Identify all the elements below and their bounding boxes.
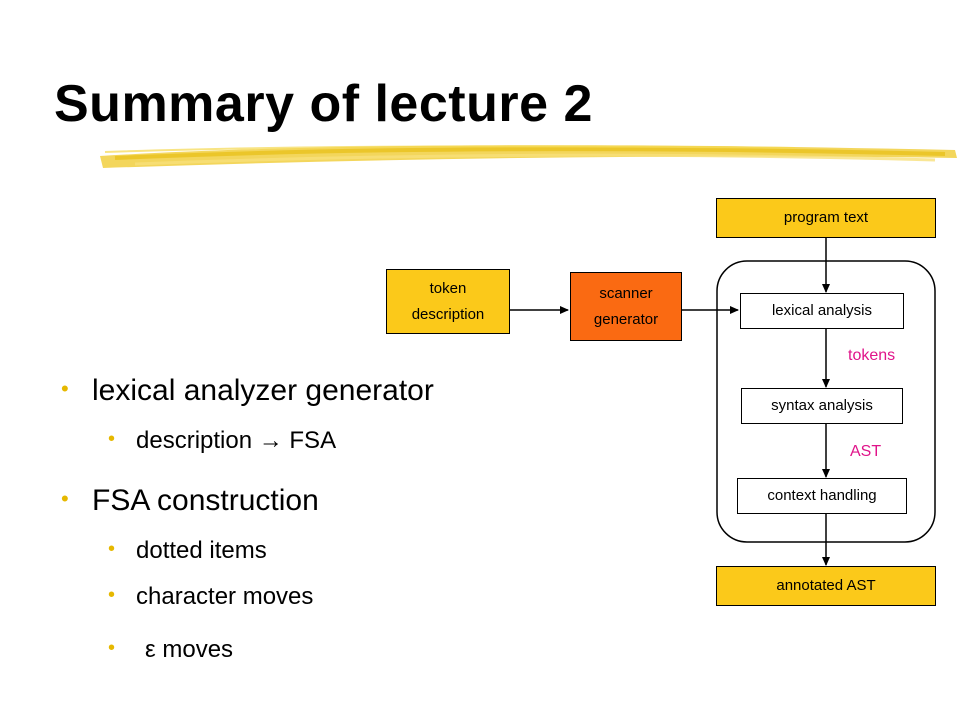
scanner-generator-line2: generator — [593, 310, 659, 328]
bullet-lexical-analyzer-generator: lexical analyzer generator — [92, 374, 434, 407]
scanner-generator-line1: scanner — [599, 284, 653, 302]
title-underline-stroke — [100, 145, 957, 168]
sub-bullet-dot-icon: • — [108, 584, 116, 606]
sub-bullet-dot-icon: • — [108, 428, 116, 450]
syntax-analysis-box: syntax analysis — [741, 388, 903, 424]
ast-edge-label: AST — [850, 443, 882, 460]
tokens-edge-label: tokens — [848, 347, 896, 364]
slide-title: Summary of lecture 2 — [54, 75, 593, 133]
sub-bullet-character-moves: character moves — [136, 583, 314, 610]
context-handling-box: context handling — [737, 478, 907, 514]
sub-bullet-dot-icon: • — [108, 637, 116, 659]
token-description-line2: description — [411, 305, 485, 323]
lexical-analysis-box: lexical analysis — [740, 293, 904, 329]
annotated-ast-box: annotated AST — [716, 566, 936, 606]
bullet-dot-icon: • — [61, 376, 69, 401]
bullet-dot-icon: • — [61, 486, 69, 511]
sub-bullet-description-fsa: description → FSA — [136, 427, 337, 454]
sub-bullet-epsilon-moves: ε moves — [145, 636, 234, 663]
sub-bullet-dot-icon: • — [108, 538, 116, 560]
sub-bullet-dotted-items: dotted items — [136, 537, 267, 564]
scanner-generator-box: scanner generator — [570, 272, 682, 341]
bullet-fsa-construction: FSA construction — [92, 484, 319, 517]
program-text-box: program text — [716, 198, 936, 238]
token-description-line1: token — [429, 279, 467, 297]
token-description-box: token description — [386, 269, 510, 334]
